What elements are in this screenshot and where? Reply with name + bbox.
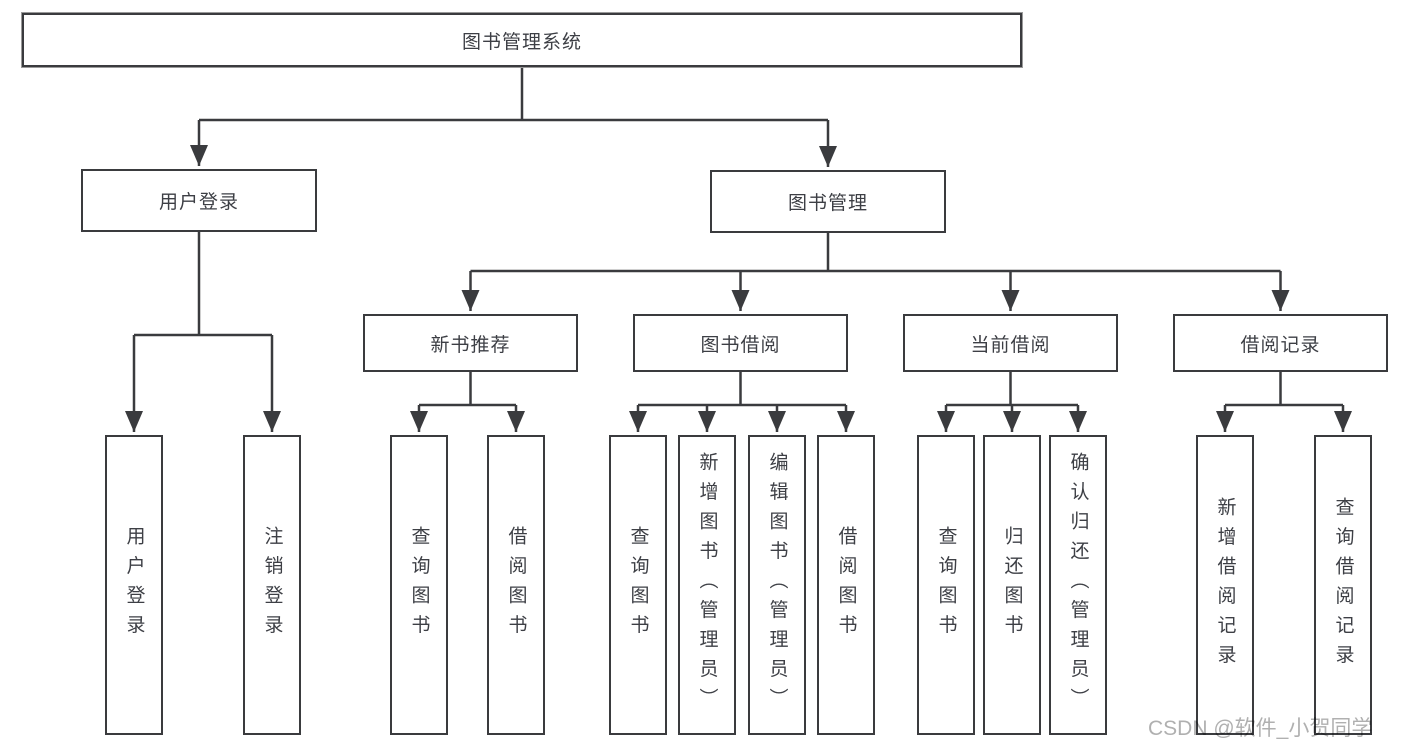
node-label: 借阅图书 xyxy=(505,526,527,644)
connector-group xyxy=(125,67,1352,432)
leaf-user-login: 用户登录 xyxy=(105,435,163,735)
node-label: 用户登录 xyxy=(123,526,145,644)
csdn-watermark: CSDN @软件_小贺同学 xyxy=(1148,717,1373,740)
leaf-query-books-3: 查询图书 xyxy=(917,435,975,735)
node-label: 新增图书（管理员） xyxy=(696,452,718,718)
leaf-edit-books-admin: 编辑图书（管理员） xyxy=(748,435,806,735)
node-library-management-system: 图书管理系统 xyxy=(22,13,1022,67)
leaf-add-borrow-record: 新增借阅记录 xyxy=(1196,435,1254,735)
leaf-add-books-admin: 新增图书（管理员） xyxy=(678,435,736,735)
node-current-borrowing: 当前借阅 xyxy=(903,314,1118,372)
leaf-logout: 注销登录 xyxy=(243,435,301,735)
node-label: 借阅图书 xyxy=(835,526,857,644)
leaf-confirm-return-admin: 确认归还（管理员） xyxy=(1049,435,1107,735)
node-label: 编辑图书（管理员） xyxy=(766,452,788,718)
leaf-borrow-books-1: 借阅图书 xyxy=(487,435,545,735)
node-user-login: 用户登录 xyxy=(81,169,317,232)
node-label: 借阅记录 xyxy=(1240,334,1321,356)
node-label: 图书借阅 xyxy=(700,334,781,356)
leaf-query-borrow-record: 查询借阅记录 xyxy=(1314,435,1372,735)
leaf-query-books-1: 查询图书 xyxy=(390,435,448,735)
node-book-borrowing: 图书借阅 xyxy=(633,314,848,372)
node-label: 新书推荐 xyxy=(430,334,511,356)
node-label: 注销登录 xyxy=(261,526,283,644)
node-label: 图书管理系统 xyxy=(461,31,582,53)
node-label: 用户登录 xyxy=(158,192,239,213)
leaf-return-books: 归还图书 xyxy=(983,435,1041,735)
node-borrowing-records: 借阅记录 xyxy=(1173,314,1388,372)
node-label: 确认归还（管理员） xyxy=(1067,452,1089,718)
node-book-management: 图书管理 xyxy=(710,170,946,233)
node-label: 新增借阅记录 xyxy=(1214,496,1236,674)
node-new-book-recommend: 新书推荐 xyxy=(363,314,578,372)
node-label: 查询图书 xyxy=(408,526,430,644)
leaf-borrow-books-2: 借阅图书 xyxy=(817,435,875,735)
node-label: 查询图书 xyxy=(627,526,649,644)
node-label: 当前借阅 xyxy=(970,334,1051,356)
node-label: 查询借阅记录 xyxy=(1332,496,1354,674)
node-label: 归还图书 xyxy=(1001,526,1023,644)
leaf-query-books-2: 查询图书 xyxy=(609,435,667,735)
node-label: 查询图书 xyxy=(935,526,957,644)
node-label: 图书管理 xyxy=(787,193,868,214)
